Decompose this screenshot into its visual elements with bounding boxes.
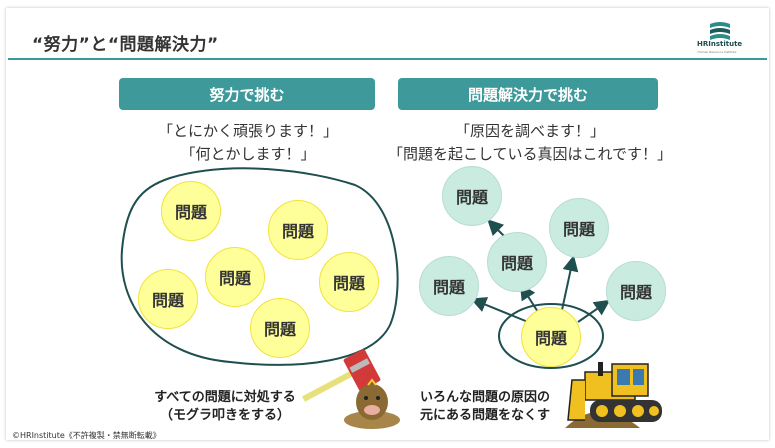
arrow-to-top-right-bubble bbox=[561, 255, 579, 311]
slide-title: “努力”と“問題解決力” bbox=[32, 35, 219, 55]
left-problem-bubble: 問題 bbox=[268, 200, 328, 260]
left-caption-2: （モグラ叩きをする） bbox=[159, 408, 290, 423]
copyright-text: ©HRInstitute《不許複製・禁無断転載》 bbox=[12, 431, 161, 440]
right-quote-1: 「原因を調べます！」 bbox=[454, 122, 605, 140]
arrow-to-center-bubble bbox=[519, 283, 539, 313]
left-quote-1: 「とにかく頑張ります！」 bbox=[157, 122, 338, 140]
left-problem-bubble: 問題 bbox=[250, 298, 310, 358]
right-caption-1: いろんな問題の原因の bbox=[419, 390, 550, 405]
left-problem-bubble: 問題 bbox=[319, 252, 379, 312]
left-problem-bubble: 問題 bbox=[205, 247, 265, 307]
mole-icon bbox=[344, 378, 400, 429]
left-problem-bubble: 問題 bbox=[161, 181, 221, 241]
root-cause-ellipse bbox=[498, 303, 604, 369]
title-divider bbox=[8, 58, 767, 60]
right-problem-bubble: 問題 bbox=[487, 232, 547, 292]
logo-text: HRInstitute bbox=[697, 40, 743, 48]
logo-subtext: Human Resource Institute bbox=[697, 50, 737, 54]
right-problem-bubble: 問題 bbox=[419, 256, 479, 316]
left-problem-bubble: 問題 bbox=[138, 269, 198, 329]
right-problem-bubble: 問題 bbox=[606, 261, 666, 321]
left-caption-1: すべての問題に対処する bbox=[154, 390, 296, 405]
right-problem-bubble: 問題 bbox=[442, 166, 502, 226]
left-problem-boundary bbox=[120, 167, 399, 366]
right-caption-2: 元にある問題をなくす bbox=[419, 408, 550, 423]
left-header: 努力で挑む bbox=[119, 78, 375, 110]
right-problem-bubble: 問題 bbox=[549, 198, 609, 258]
root-cause-bubble: 問題 bbox=[521, 307, 581, 367]
bulldozer-icon bbox=[567, 362, 662, 422]
right-header: 問題解決力で挑む bbox=[398, 78, 658, 110]
arrow-to-left-bubble bbox=[470, 297, 529, 323]
arrow-to-right-bubble bbox=[577, 299, 611, 323]
hrinstitute-logo-icon bbox=[710, 22, 730, 40]
left-quote-2: 「何とかします！」 bbox=[180, 145, 316, 163]
right-quote-2: 「問題を起こしている真因はこれです！」 bbox=[387, 145, 673, 163]
